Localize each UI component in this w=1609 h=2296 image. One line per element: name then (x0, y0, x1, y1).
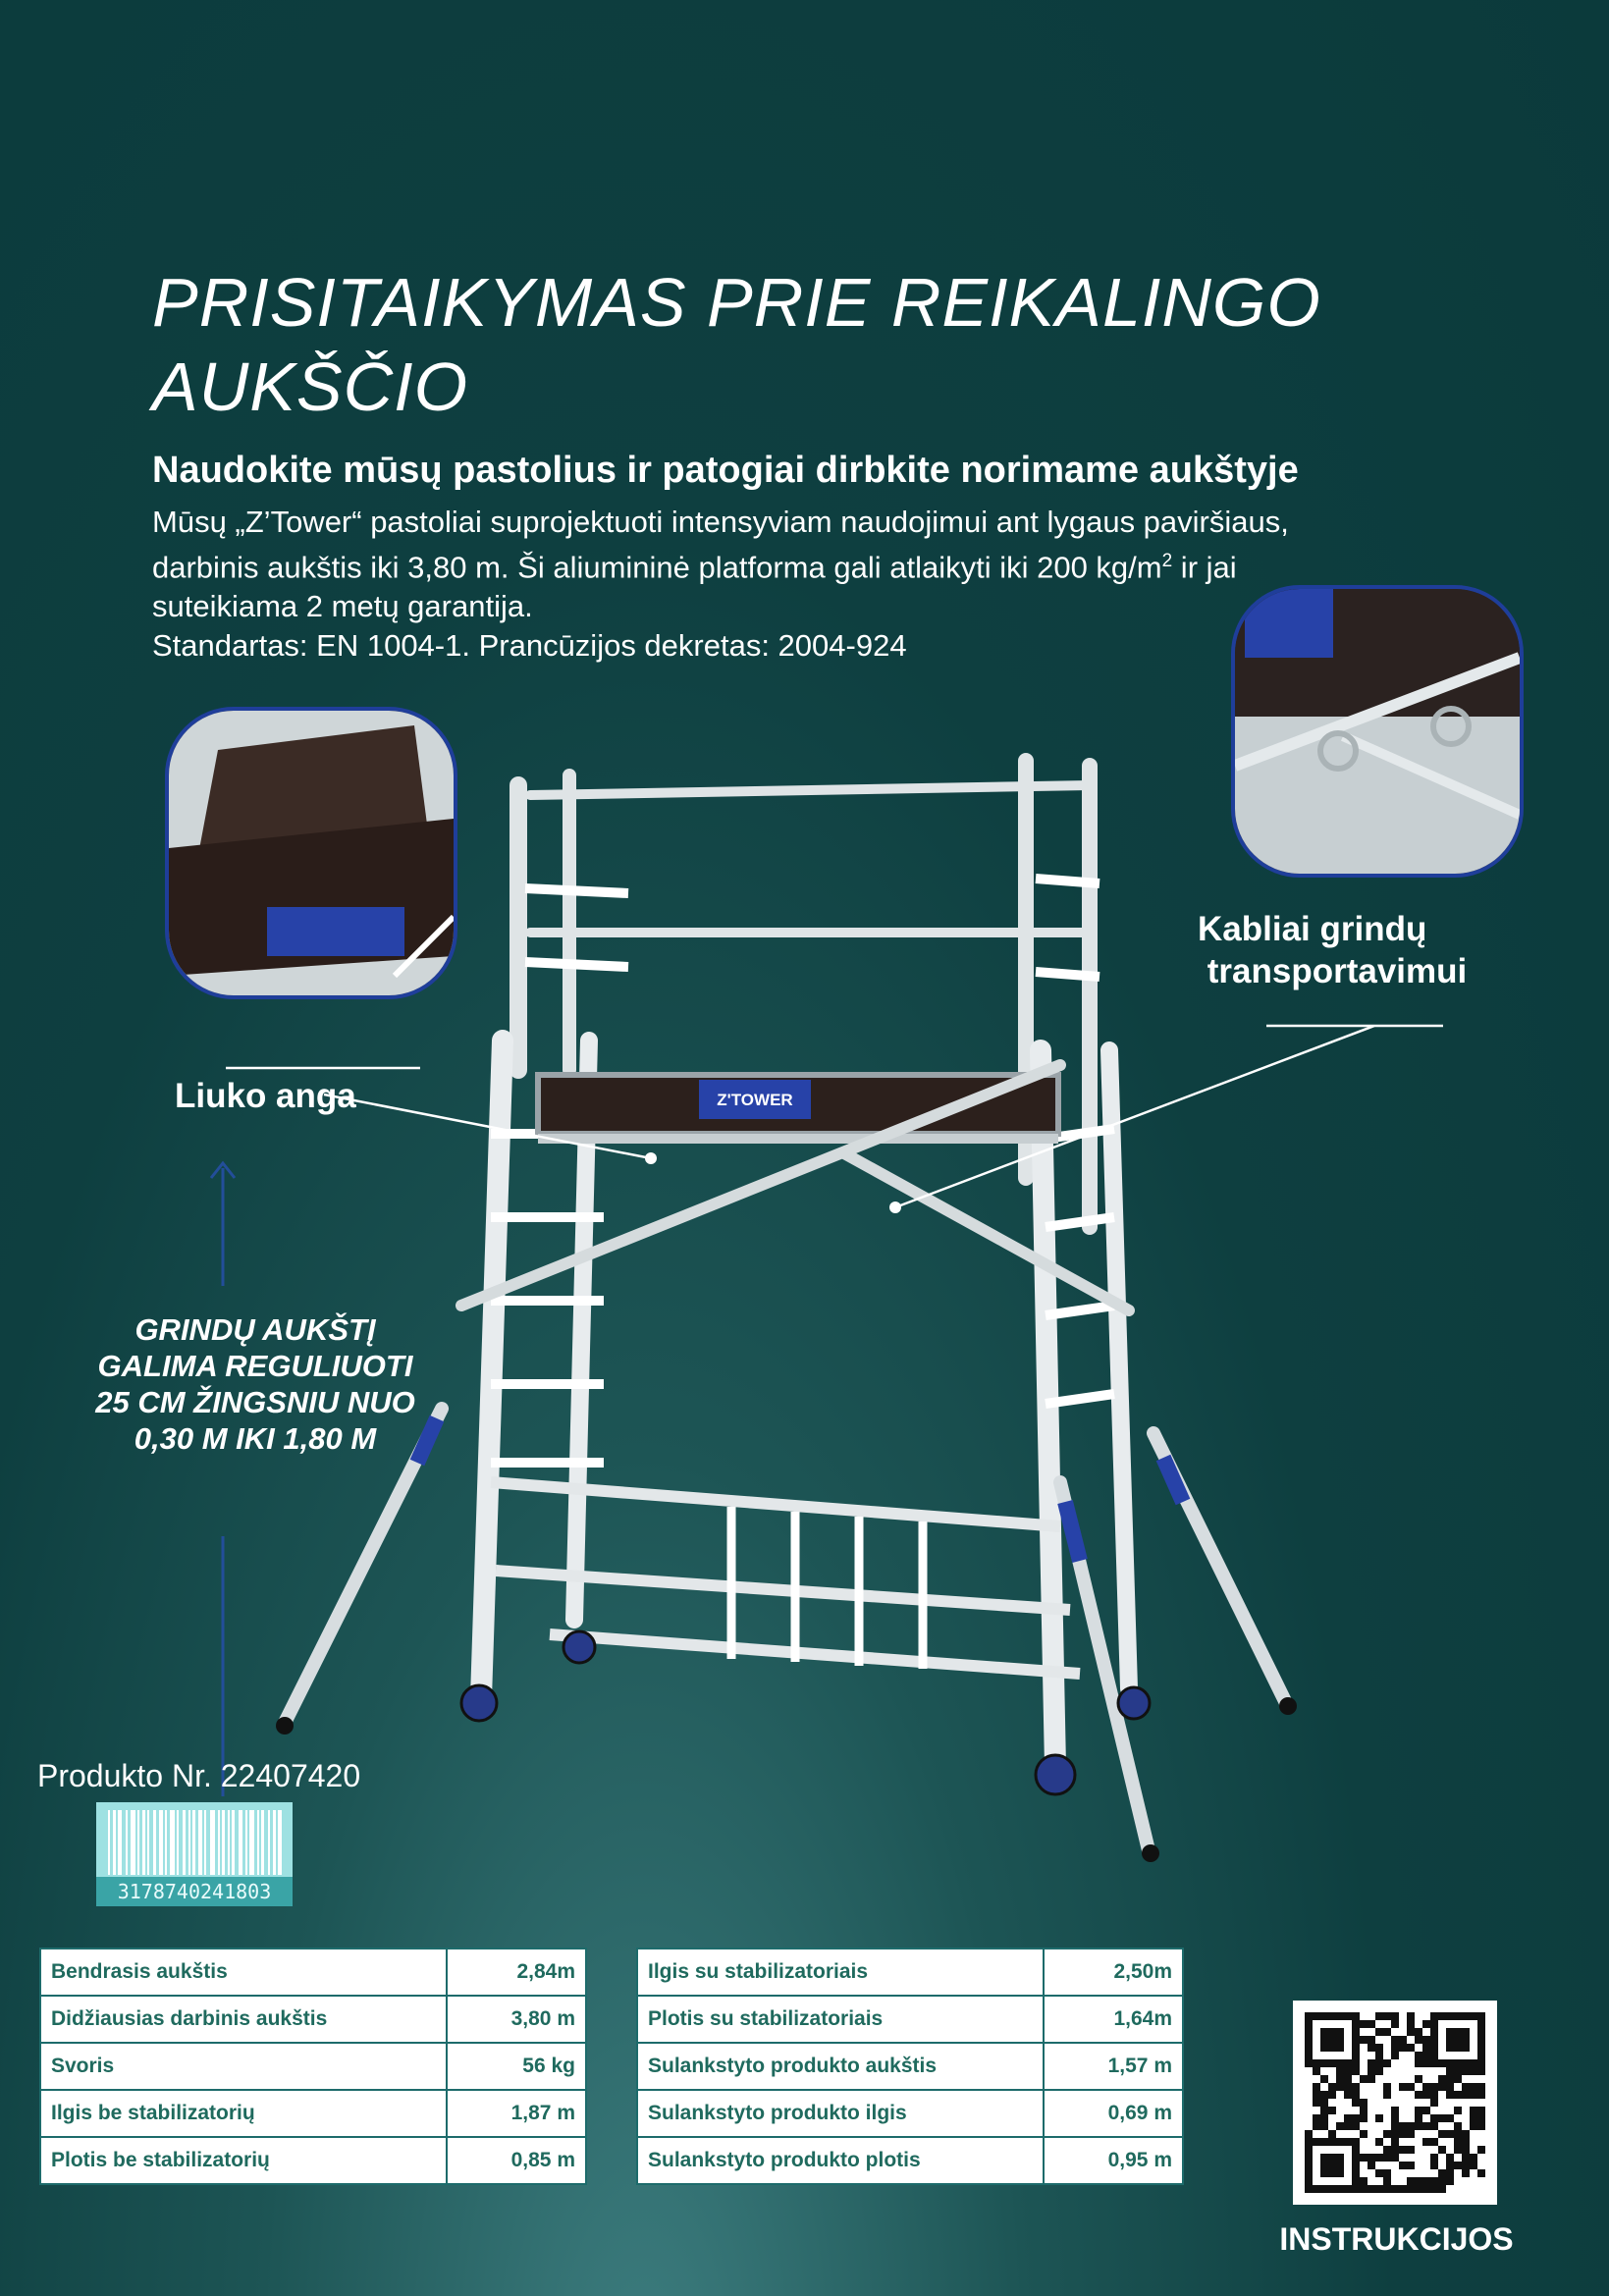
title-line-2: AUKŠČIO (152, 348, 469, 425)
instructions-qr-code[interactable] (1293, 2001, 1497, 2205)
hooks-detail-photo (1231, 585, 1524, 878)
product-number: Produkto Nr. 22407420 (37, 1758, 361, 1793)
barcode-number: 3178740241803 (96, 1877, 293, 1906)
title-line-1: PRISITAIKYMAS PRIE REIKALINGO (152, 264, 1321, 341)
height-adjust-note: GRINDŲ AUKŠTĮ GALIMA REGULIUOTI 25 CM ŽI… (95, 1312, 415, 1456)
desc-line-1: Mūsų „Z’Tower“ pastoliai suprojektuoti i… (152, 505, 1289, 539)
hatch-callout: Liuko anga (175, 1077, 356, 1115)
desc-line-2: darbinis aukštis iki 3,80 m. Ši aliumini… (152, 550, 1237, 585)
hatch-detail-photo (165, 707, 457, 999)
hooks-callout: Kabliai grindų transportavimui (1198, 910, 1468, 990)
desc-line-3: suteikiama 2 metų garantija. (152, 589, 533, 624)
subtitle: Naudokite mūsų pastolius ir patogiai dir… (152, 450, 1299, 491)
platform-brand-label: Z'TOWER (717, 1091, 792, 1109)
desc-line-4: Standartas: EN 1004-1. Prancūzijos dekre… (152, 628, 907, 664)
barcode: 3178740241803 (96, 1802, 293, 1906)
instructions-label: INSTRUKCIJOS (1279, 2221, 1514, 2257)
page-title: PRISITAIKYMAS PRIE REIKALINGO AUKŠČIO (152, 260, 1428, 429)
description: Mūsų „Z’Tower“ pastoliai suprojektuoti i… (152, 503, 1428, 666)
